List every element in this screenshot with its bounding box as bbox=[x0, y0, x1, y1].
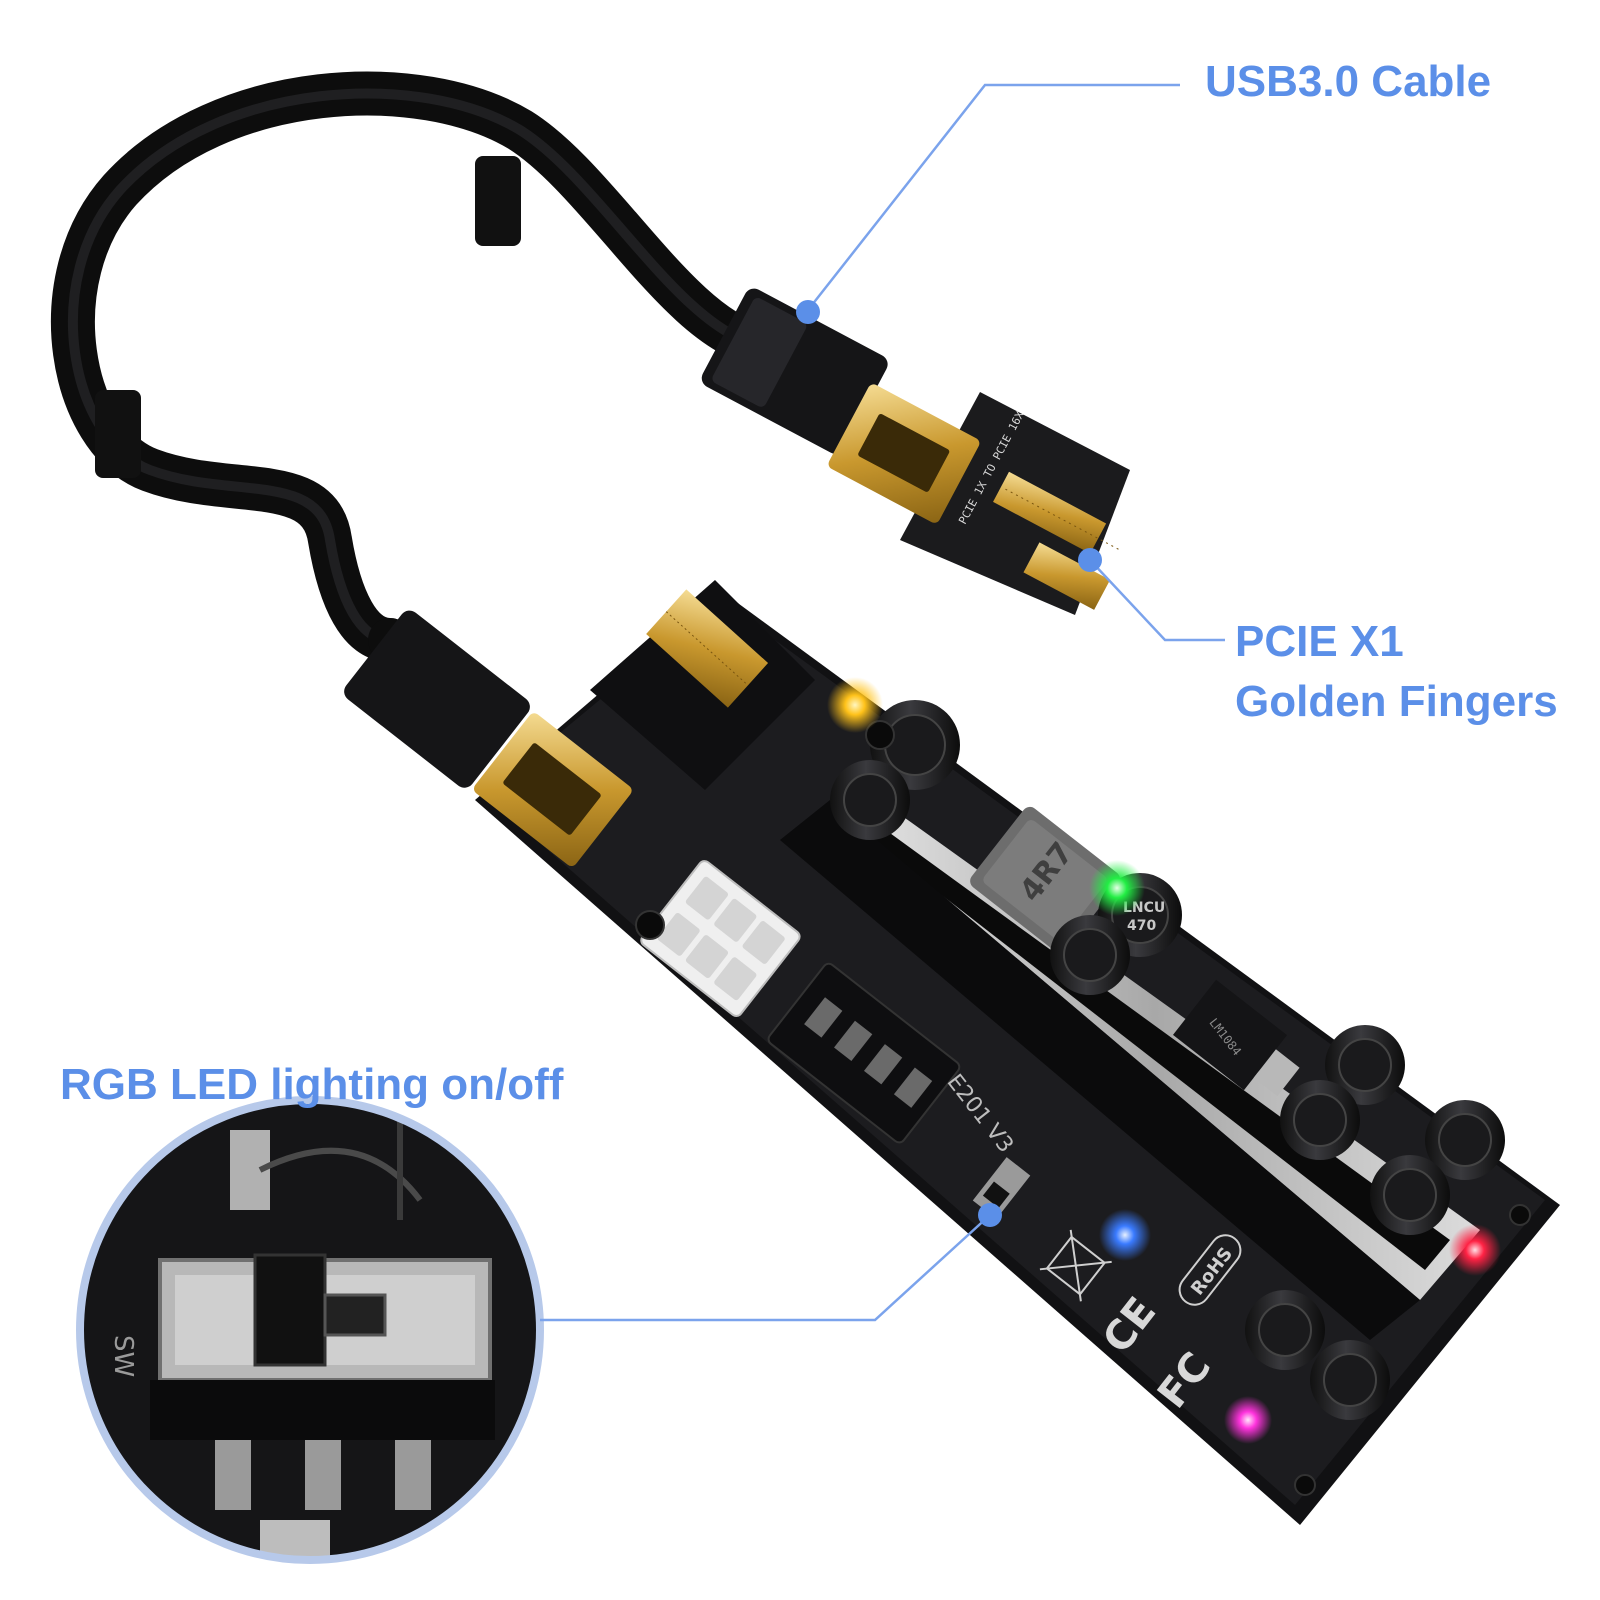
pcie-x16-slot bbox=[780, 800, 1480, 1340]
callout-pcie-fingers: PCIE X1 Golden Fingers bbox=[1235, 612, 1558, 732]
led-magenta bbox=[1224, 1396, 1272, 1444]
weee-bin-icon bbox=[1039, 1229, 1112, 1302]
capacitor bbox=[1325, 1025, 1405, 1105]
led-yellow bbox=[827, 677, 883, 733]
capacitor bbox=[1370, 1155, 1450, 1235]
marker-dot bbox=[1078, 548, 1102, 572]
switch-zoom-circle: SW bbox=[76, 1096, 544, 1564]
led-green bbox=[1089, 860, 1145, 916]
led-red bbox=[1449, 1224, 1501, 1276]
capacitor bbox=[830, 760, 910, 840]
capacitor bbox=[1245, 1290, 1325, 1370]
leader-lines bbox=[540, 83, 1225, 1322]
sata-connector bbox=[590, 580, 815, 790]
molex-connector bbox=[767, 962, 961, 1144]
marker-dot bbox=[796, 300, 820, 324]
capacitor bbox=[1425, 1100, 1505, 1180]
six-pin-connector bbox=[640, 860, 801, 1017]
marker-dot bbox=[978, 1203, 1002, 1227]
callout-pcie-line1: PCIE X1 bbox=[1235, 617, 1404, 666]
usb-cable bbox=[50, 71, 782, 662]
callout-usb-cable: USB3.0 Cable bbox=[1205, 57, 1492, 106]
capacitor bbox=[1280, 1080, 1360, 1160]
callout-rgb-switch: RGB LED lighting on/off bbox=[60, 1060, 564, 1109]
pcie-x1-adapter: PCIE 1X TO PCIE 16X bbox=[828, 384, 1130, 615]
cable-band bbox=[475, 156, 521, 246]
mounting-hole bbox=[635, 910, 665, 940]
zoom-silkscreen: SW bbox=[108, 1335, 138, 1377]
mounting-hole bbox=[865, 720, 895, 750]
mounting-hole bbox=[1294, 1474, 1316, 1496]
bottom-usb-plug bbox=[344, 610, 530, 788]
capacitor bbox=[1310, 1340, 1390, 1420]
regulator-chip bbox=[1172, 979, 1300, 1097]
led-blue bbox=[1099, 1209, 1151, 1261]
mounting-hole bbox=[1509, 1204, 1531, 1226]
capacitor bbox=[1050, 915, 1130, 995]
cable-band bbox=[95, 390, 141, 478]
top-usb-plug bbox=[701, 288, 888, 454]
callout-pcie-line2: Golden Fingers bbox=[1235, 677, 1558, 726]
bottom-usb-receptacle bbox=[474, 713, 632, 867]
capacitor-value: 470 bbox=[1127, 918, 1156, 934]
